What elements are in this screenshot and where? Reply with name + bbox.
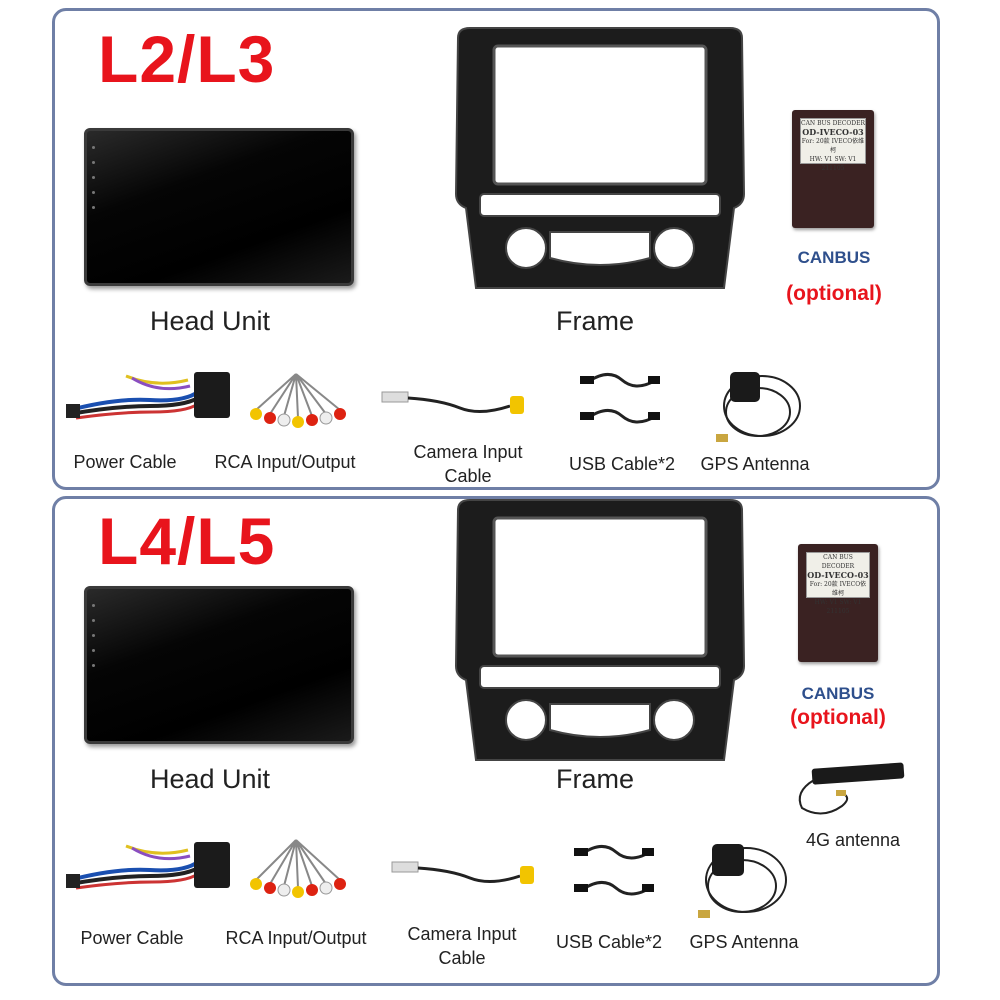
section-title: L4/L5: [98, 504, 276, 578]
frame-label: Frame: [555, 764, 634, 794]
optional-label: (optional): [786, 282, 882, 305]
head-unit-label: Head Unit: [149, 306, 271, 336]
usb-cable-image: [580, 373, 660, 424]
gps-antenna-image: [698, 844, 787, 918]
side-buttons: [92, 146, 96, 226]
usb-cable-label: USB Cable*2: [568, 454, 676, 474]
4g-antenna-image: [798, 762, 905, 815]
decoder-line4: HW: V1 SW: V1 211105: [814, 599, 862, 615]
camera-cable-label-line1: Camera Input: [407, 924, 517, 944]
side-buttons: [92, 604, 96, 684]
camera-cable-label-line2: Cable: [438, 948, 486, 968]
usb-cable-label: USB Cable*2: [555, 932, 663, 952]
rca-label: RCA Input/Output: [225, 928, 367, 948]
canbus-decoder-image: CAN BUS DECODER OD-IVECO-03 For: 20款 IVE…: [798, 544, 878, 662]
rca-cable-image: [250, 839, 346, 898]
canbus-decoder-image: CAN BUS DECODER OD-IVECO-03 For: 20款 IVE…: [792, 110, 874, 228]
power-cable-label: Power Cable: [80, 928, 184, 948]
head-unit-image: [84, 128, 354, 286]
decoder-line1: CAN BUS DECODER: [821, 554, 855, 570]
head-unit-image: [84, 586, 354, 744]
camera-cable-image: [391, 861, 534, 884]
gps-antenna-label: GPS Antenna: [689, 932, 799, 952]
frame-label: Frame: [555, 306, 634, 336]
usb-cable-image: [574, 845, 654, 896]
power-cable-image: [66, 372, 230, 420]
power-cable-label: Power Cable: [73, 452, 177, 472]
camera-cable-label-line1: Camera Input: [413, 442, 523, 462]
decoder-label: CAN BUS DECODER OD-IVECO-03 For: 20款 IVE…: [800, 118, 866, 172]
decoder-line1: CAN BUS DECODER: [801, 120, 865, 127]
decoder-line3: For: 20款 IVECO依维柯: [801, 138, 865, 154]
gps-antenna-label: GPS Antenna: [700, 454, 810, 474]
rca-cable-image: [250, 373, 346, 428]
frame-image: [454, 499, 746, 761]
camera-cable-label-line2: Cable: [444, 466, 492, 486]
decoder-model: OD-IVECO-03: [807, 570, 869, 580]
decoder-line3: For: 20款 IVECO依维柯: [809, 581, 867, 597]
4g-antenna-label: 4G antenna: [805, 830, 901, 850]
canbus-label: CANBUS: [797, 248, 871, 267]
decoder-line4: HW: V1 SW: V1 211105: [809, 156, 857, 172]
power-cable-image: [66, 842, 230, 890]
rca-label: RCA Input/Output: [214, 452, 356, 472]
optional-label: (optional): [790, 706, 886, 729]
frame-image: [454, 27, 746, 289]
head-unit-label: Head Unit: [149, 764, 271, 794]
camera-cable-image: [381, 391, 524, 414]
decoder-model: OD-IVECO-03: [802, 127, 864, 137]
decoder-label: CAN BUS DECODER OD-IVECO-03 For: 20款 IVE…: [806, 552, 870, 615]
canbus-label: CANBUS: [801, 684, 875, 703]
section-title: L2/L3: [98, 22, 276, 96]
gps-antenna-image: [716, 372, 801, 442]
